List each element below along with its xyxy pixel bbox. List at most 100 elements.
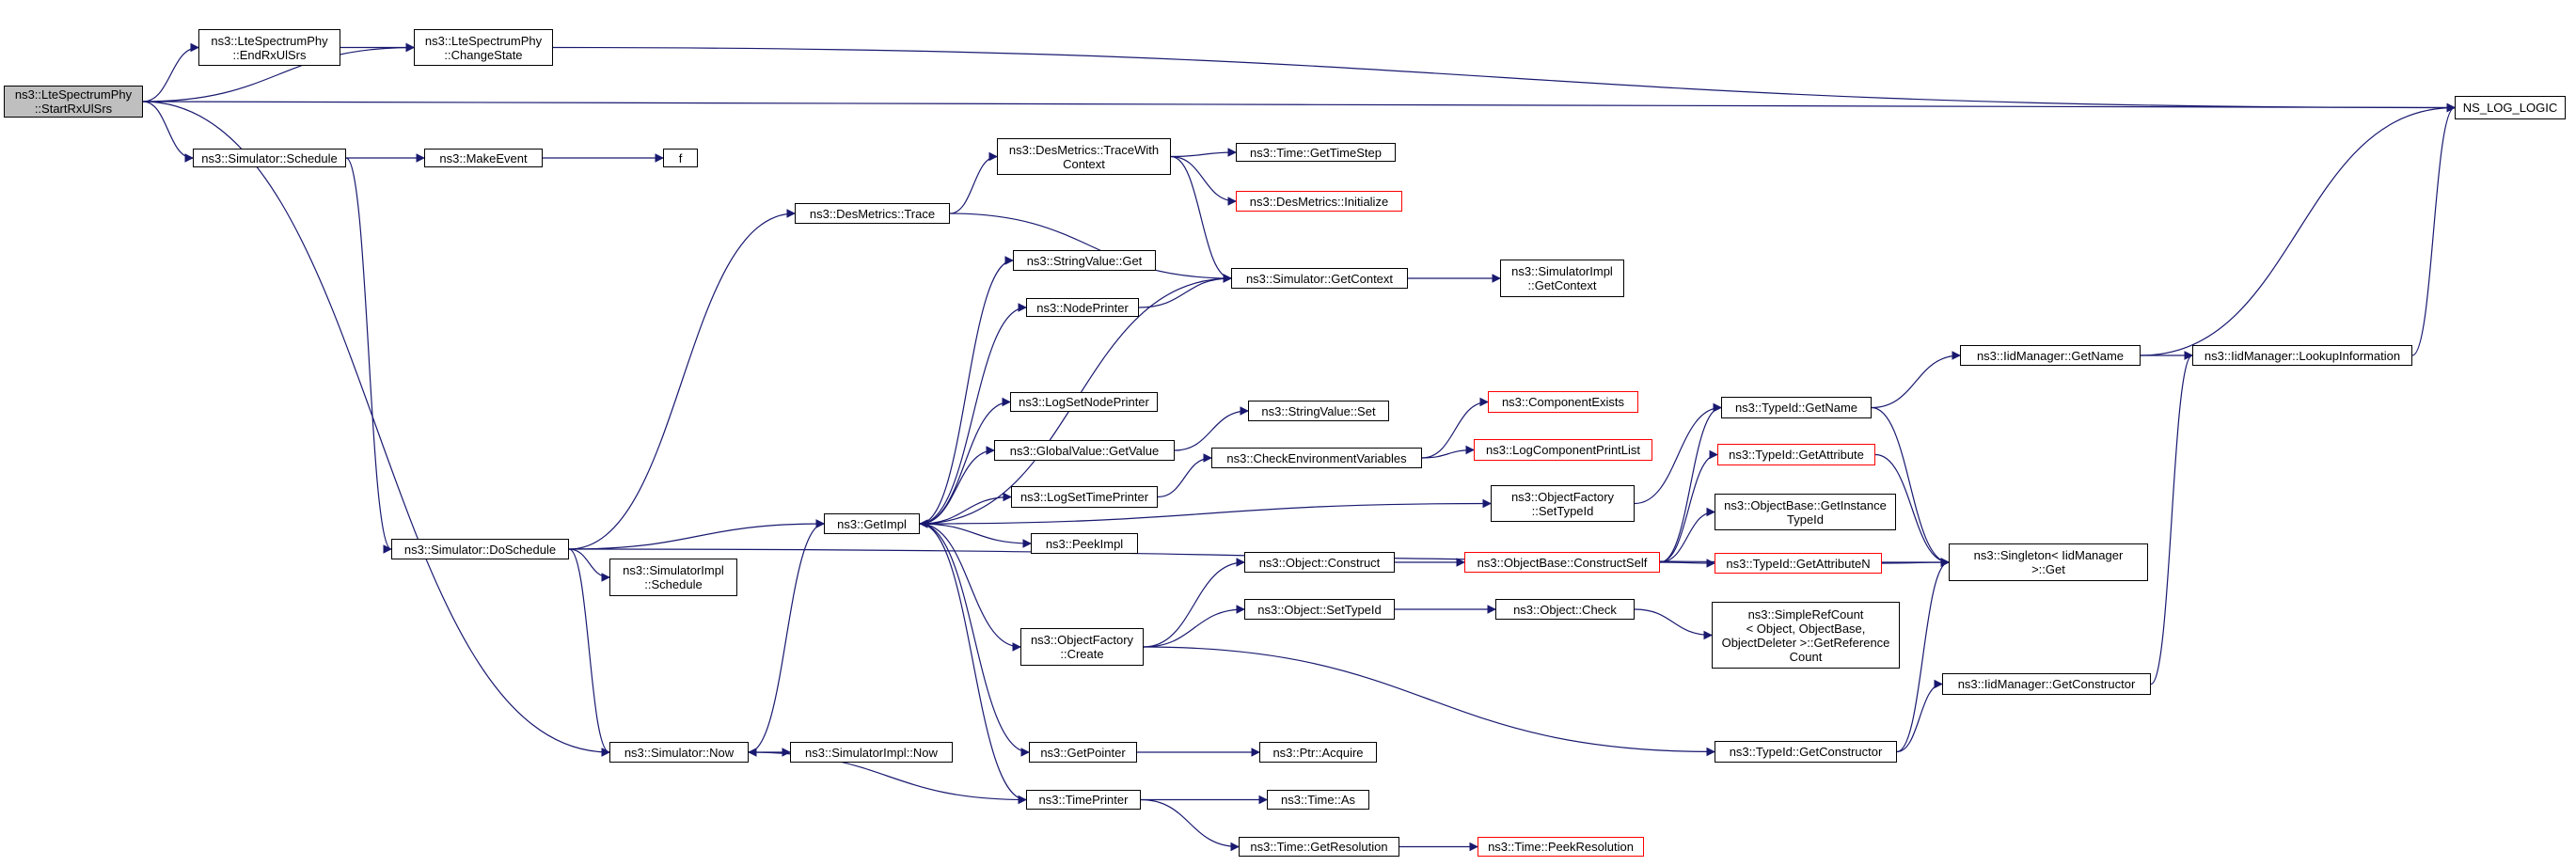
node-log-component-print-list[interactable]: ns3::LogComponentPrintList <box>1474 439 1652 461</box>
node-end-rx-ul-srs[interactable]: ns3::LteSpectrumPhy ::EndRxUlSrs <box>198 29 340 66</box>
node-typeid-get-attribute-n[interactable]: ns3::TypeId::GetAttributeN <box>1715 553 1882 574</box>
edge-typeid_get_attribute_n-to-singleton_get <box>1881 558 1950 567</box>
node-ptr-acquire[interactable]: ns3::Ptr::Acquire <box>1259 742 1377 763</box>
edge-get_impl-to-object_factory_create <box>919 523 1021 652</box>
node-typeid-get-constructor[interactable]: ns3::TypeId::GetConstructor <box>1715 741 1897 763</box>
node-simulator-do-schedule[interactable]: ns3::Simulator::DoSchedule <box>391 539 569 559</box>
edge-objectbase_construct_self-to-objectbase_get_instance_typeid <box>1659 507 1715 563</box>
node-singleton-iidmanager-get[interactable]: ns3::Singleton< IidManager >::Get <box>1949 543 2148 581</box>
node-time-get-time-step[interactable]: ns3::Time::GetTimeStep <box>1236 143 1396 162</box>
node-objectfactory-set-typeid[interactable]: ns3::ObjectFactory ::SetTypeId <box>1491 485 1635 522</box>
edge-des_trace_with_context-to-sim_get_context <box>1170 155 1232 283</box>
node-node-printer[interactable]: ns3::NodePrinter <box>1026 298 1139 317</box>
edge-global_value_get_value-to-string_value_set <box>1174 406 1249 451</box>
edge-sim_schedule-to-sim_do_schedule <box>345 157 392 554</box>
node-log-set-node-printer[interactable]: ns3::LogSetNodePrinter <box>1010 392 1158 412</box>
node-objectbase-construct-self[interactable]: ns3::ObjectBase::ConstructSelf <box>1464 552 1660 573</box>
node-get-pointer[interactable]: ns3::GetPointer <box>1029 742 1137 763</box>
edge-des_trace-to-sim_get_context <box>949 213 1232 283</box>
edge-objectbase_construct_self-to-typeid_get_name <box>1659 402 1722 563</box>
edge-change_state-to-ns_log_logic <box>552 46 2456 113</box>
edge-get_impl-to-log_set_time_printer <box>919 492 1012 525</box>
edge-typeid_get_name-to-iid_get_name <box>1871 351 1961 409</box>
edge-object_factory_create-to-typeid_get_constructor <box>1143 646 1715 757</box>
edge-check_env_vars-to-log_component_print_list <box>1421 445 1475 459</box>
edge-objectbase_construct_self-to-typeid_get_attribute_n <box>1659 559 1715 568</box>
edge-get_impl-to-object_factory_set_typeid <box>919 498 1492 525</box>
edge-get_impl-to-string_value_get <box>919 256 1014 525</box>
node-simulator-schedule[interactable]: ns3::Simulator::Schedule <box>193 149 346 167</box>
edge-sim_do_schedule-to-des_trace <box>568 209 796 550</box>
node-check-environment-variables[interactable]: ns3::CheckEnvironmentVariables <box>1211 448 1422 468</box>
node-simulatorimpl-schedule[interactable]: ns3::SimulatorImpl ::Schedule <box>609 559 737 596</box>
edge-time_printer-to-time_get_resolution <box>1140 798 1240 852</box>
edge-object_check-to-simple_ref_count <box>1634 608 1713 640</box>
edge-iid_lookup_information-to-ns_log_logic <box>2411 102 2456 356</box>
node-objectfactory-create[interactable]: ns3::ObjectFactory ::Create <box>1020 628 1144 666</box>
edge-check_env_vars-to-component_exists <box>1421 397 1489 459</box>
edge-typeid_get_name-to-singleton_get <box>1871 406 1950 567</box>
node-iidmanager-get-constructor[interactable]: ns3::IidManager::GetConstructor <box>1942 673 2151 695</box>
edge-des_trace_with_context-to-des_initialize <box>1170 155 1237 206</box>
node-stringvalue-set[interactable]: ns3::StringValue::Set <box>1248 401 1389 421</box>
node-stringvalue-get[interactable]: ns3::StringValue::Get <box>1013 250 1156 271</box>
edge-sim_do_schedule-to-simimpl_schedule <box>568 548 610 582</box>
node-component-exists[interactable]: ns3::ComponentExists <box>1488 391 1638 413</box>
node-time-get-resolution[interactable]: ns3::Time::GetResolution <box>1239 837 1399 857</box>
edge-get_impl-to-log_set_node_printer <box>919 397 1011 525</box>
edge-start_rx_ul_srs-to-change_state <box>142 42 415 102</box>
edge-sim_do_schedule-to-sim_now <box>568 548 610 757</box>
node-get-impl[interactable]: ns3::GetImpl <box>824 513 920 534</box>
node-ns-log-logic[interactable]: NS_LOG_LOGIC <box>2455 96 2566 119</box>
node-typeid-get-name[interactable]: ns3::TypeId::GetName <box>1721 397 1872 418</box>
node-time-peek-resolution[interactable]: ns3::Time::PeekResolution <box>1478 837 1644 857</box>
edge-get_impl-to-global_value_get_value <box>919 446 995 525</box>
edge-get_impl-to-node_printer <box>919 303 1027 525</box>
node-time-printer[interactable]: ns3::TimePrinter <box>1026 790 1141 810</box>
node-log-set-time-printer[interactable]: ns3::LogSetTimePrinter <box>1011 486 1158 508</box>
edge-sim_do_schedule-to-get_impl <box>568 519 825 550</box>
node-peek-impl[interactable]: ns3::PeekImpl <box>1031 533 1138 554</box>
edge-object_factory_set_typeid-to-typeid_get_name <box>1634 402 1722 505</box>
node-typeid-get-attribute[interactable]: ns3::TypeId::GetAttribute <box>1717 444 1875 465</box>
edge-object_factory_create-to-object_construct <box>1143 558 1245 648</box>
node-object-check[interactable]: ns3::Object::Check <box>1495 599 1635 620</box>
node-globalvalue-get-value[interactable]: ns3::GlobalValue::GetValue <box>994 440 1175 461</box>
edge-object_factory_create-to-object_set_typeid <box>1143 605 1245 648</box>
node-start-rx-ul-srs[interactable]: ns3::LteSpectrumPhy ::StartRxUlSrs <box>4 86 143 118</box>
node-iidmanager-get-name[interactable]: ns3::IidManager::GetName <box>1960 345 2141 366</box>
edge-start_rx_ul_srs-to-sim_now <box>142 101 610 757</box>
edge-des_trace-to-des_trace_with_context <box>949 151 998 214</box>
node-object-construct[interactable]: ns3::Object::Construct <box>1244 552 1395 573</box>
edge-get_impl-to-get_pointer <box>919 523 1030 757</box>
edge-typeid_get_constructor-to-singleton_get <box>1896 558 1950 753</box>
node-simulatorimpl-now[interactable]: ns3::SimulatorImpl::Now <box>790 742 953 763</box>
node-simple-ref-count-get-reference-count[interactable]: ns3::SimpleRefCount < Object, ObjectBase… <box>1712 602 1900 669</box>
node-f[interactable]: f <box>663 149 698 167</box>
edge-des_trace_with_context-to-time_get_time_step <box>1170 148 1237 158</box>
edge-iid_get_constructor-to-iid_lookup_information <box>2150 351 2193 685</box>
node-desmetrics-initialize[interactable]: ns3::DesMetrics::Initialize <box>1236 191 1402 212</box>
edge-get_impl-to-time_printer <box>919 523 1027 805</box>
node-objectbase-get-instance-typeid[interactable]: ns3::ObjectBase::GetInstance TypeId <box>1715 494 1896 530</box>
edge-start_rx_ul_srs-to-sim_schedule <box>142 101 194 163</box>
edge-node_printer-to-sim_get_context <box>1138 274 1232 308</box>
node-simulator-get-context[interactable]: ns3::Simulator::GetContext <box>1231 268 1408 289</box>
node-desmetrics-trace[interactable]: ns3::DesMetrics::Trace <box>795 203 950 224</box>
node-time-as[interactable]: ns3::Time::As <box>1267 790 1369 810</box>
edge-typeid_get_constructor-to-iid_get_constructor <box>1896 679 1943 753</box>
node-simulator-now[interactable]: ns3::Simulator::Now <box>609 742 749 763</box>
node-object-set-typeid[interactable]: ns3::Object::SetTypeId <box>1244 599 1395 620</box>
node-iidmanager-lookup-information[interactable]: ns3::IidManager::LookupInformation <box>2192 345 2412 366</box>
edge-log_set_time_printer-to-check_env_vars <box>1157 453 1212 498</box>
node-change-state[interactable]: ns3::LteSpectrumPhy ::ChangeState <box>414 29 553 66</box>
edge-objectbase_construct_self-to-typeid_get_attribute <box>1659 449 1718 563</box>
node-make-event[interactable]: ns3::MakeEvent <box>424 149 543 167</box>
edge-start_rx_ul_srs-to-end_rx_ul_srs <box>142 42 199 102</box>
edge-sim_now-to-get_impl <box>748 519 825 753</box>
node-simulatorimpl-get-context[interactable]: ns3::SimulatorImpl ::GetContext <box>1500 260 1624 297</box>
edge-typeid_get_attribute-to-singleton_get <box>1874 453 1950 567</box>
node-desmetrics-trace-with-context[interactable]: ns3::DesMetrics::TraceWith Context <box>997 138 1171 175</box>
edge-get_impl-to-peek_impl <box>919 523 1032 548</box>
